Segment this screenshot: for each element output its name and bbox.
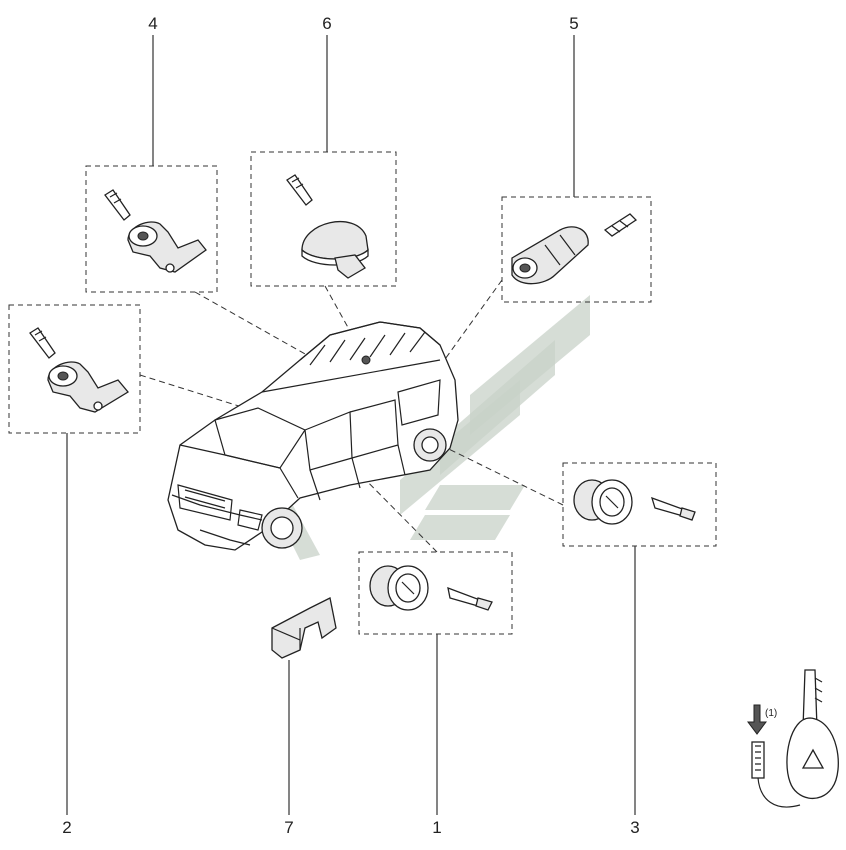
box-part-6: [250, 151, 397, 287]
box-part-2: [8, 304, 141, 434]
callout-7: 7: [284, 818, 293, 837]
callout-3: 3: [630, 818, 639, 837]
leader-4: [194, 291, 331, 369]
box-part-5: [501, 196, 652, 303]
box-part-1: [358, 551, 513, 635]
callout-1: 1: [432, 818, 441, 837]
callout-5: 5: [569, 14, 578, 33]
part-7-clip: [271, 597, 337, 659]
box-part-4: [85, 165, 218, 293]
callout-2: 2: [62, 818, 71, 837]
callout-6: 6: [322, 14, 331, 33]
part-3-lock-cylinder: [573, 479, 696, 525]
part-4-lock-cylinder: [104, 189, 207, 273]
part-6-fuel-cap-lock: [286, 174, 369, 279]
key-note-illustration: [747, 669, 839, 808]
leader-6: [324, 285, 366, 359]
box-part-3: [562, 462, 717, 547]
callout-4: 4: [148, 14, 157, 33]
part-5-lock-cylinder: [511, 213, 638, 285]
part-2-lock-cylinder: [29, 327, 129, 413]
part-1-lock-cylinder: [369, 565, 493, 611]
vehicle-illustration: [167, 321, 459, 551]
arrow-down-icon: [747, 704, 767, 735]
key-note-label: (1): [765, 708, 777, 719]
